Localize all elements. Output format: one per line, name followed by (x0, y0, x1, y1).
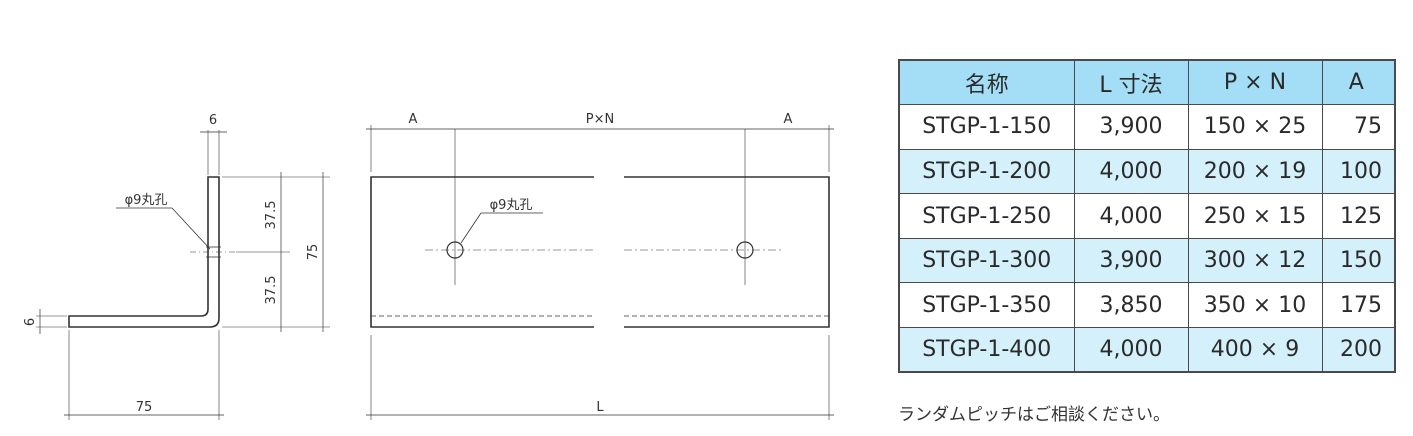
cell-a: 200 (1321, 327, 1396, 373)
cell-l: 4,000 (1073, 193, 1189, 239)
cell-l: 3,900 (1073, 104, 1189, 150)
header-a: A (1321, 59, 1396, 106)
cell-name: STGP-1-200 (898, 148, 1075, 195)
cell-l: 4,000 (1073, 148, 1189, 195)
dim-lower-label: 37.5 (264, 276, 279, 305)
dim-a-left-label: A (409, 112, 418, 127)
cell-a: 175 (1321, 282, 1396, 329)
dim-a-right-label: A (784, 112, 793, 127)
cell-l: 3,900 (1073, 237, 1189, 284)
hole-leader-line (460, 212, 482, 244)
table-row: STGP-1-200 4,000 200 × 19 100 (898, 148, 1396, 195)
cell-pxn: 250 × 15 (1187, 193, 1323, 239)
table-header-row: 名称 L 寸法 P × N A (898, 59, 1396, 106)
table-row: STGP-1-350 3,850 350 × 10 175 (898, 282, 1396, 329)
table-row: STGP-1-300 3,900 300 × 12 150 (898, 237, 1396, 284)
hole-label: φ9丸孔 (490, 198, 533, 213)
header-name: 名称 (898, 59, 1075, 106)
cell-l: 3,850 (1073, 282, 1189, 329)
cell-pxn: 200 × 19 (1187, 148, 1323, 195)
spec-table: 名称 L 寸法 P × N A STGP-1-150 3,900 150 × 2… (898, 59, 1396, 374)
hole-label: φ9丸孔 (125, 193, 168, 208)
table-row: STGP-1-250 4,000 250 × 15 125 (898, 193, 1396, 239)
dim-thickness-top-label: 6 (209, 113, 217, 128)
dim-height-label: 75 (306, 244, 321, 261)
table-note: ランダムピッチはご相談ください。 (898, 405, 1170, 425)
dim-thickness-left-label: 6 (23, 318, 38, 326)
dim-upper-label: 37.5 (264, 201, 279, 230)
table-row: STGP-1-150 3,900 150 × 25 75 (898, 104, 1396, 150)
angle-profile (68, 176, 220, 328)
cell-a: 100 (1321, 148, 1396, 195)
cell-name: STGP-1-250 (898, 193, 1075, 239)
cell-a: 125 (1321, 193, 1396, 239)
dim-length-label: L (596, 400, 604, 415)
cell-a: 75 (1321, 104, 1396, 150)
header-l: L 寸法 (1073, 59, 1189, 106)
hole-leader-line (171, 207, 211, 250)
header-pxn: P × N (1187, 59, 1323, 106)
cell-name: STGP-1-300 (898, 237, 1075, 284)
cell-name: STGP-1-150 (898, 104, 1075, 150)
table-row: STGP-1-400 4,000 400 × 9 200 (898, 327, 1396, 373)
cell-pxn: 300 × 12 (1187, 237, 1323, 284)
cell-name: STGP-1-400 (898, 327, 1075, 373)
cell-l: 4,000 (1073, 327, 1189, 373)
technical-drawing: 6 φ9丸孔 37.5 37.5 75 6 75 A P×N A φ9丸孔 L (23, 112, 834, 420)
cell-pxn: 400 × 9 (1187, 327, 1323, 373)
dim-width-label: 75 (136, 400, 153, 415)
cell-name: STGP-1-350 (898, 282, 1075, 329)
dim-pxn-label: P×N (586, 112, 614, 127)
cell-pxn: 350 × 10 (1187, 282, 1323, 329)
cell-a: 150 (1321, 237, 1396, 284)
cell-pxn: 150 × 25 (1187, 104, 1323, 150)
plate-outline (370, 176, 830, 328)
